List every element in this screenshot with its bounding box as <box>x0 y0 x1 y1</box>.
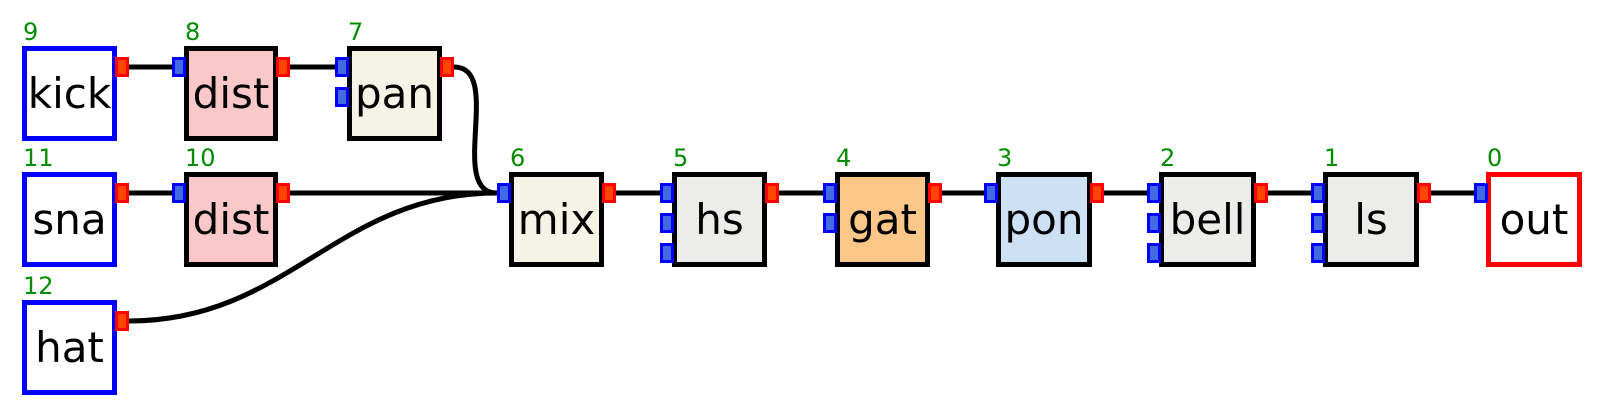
node-kick-9[interactable]: kick <box>22 46 117 141</box>
input-port[interactable] <box>660 183 674 203</box>
output-port[interactable] <box>115 183 129 203</box>
node-id-label: 1 <box>1324 144 1340 172</box>
node-label: hs <box>695 194 744 244</box>
input-port[interactable] <box>335 87 349 107</box>
node-label: sna <box>32 194 107 244</box>
node-id-label: 5 <box>673 144 689 172</box>
node-label: dist <box>192 68 270 118</box>
node-dist-8[interactable]: dist <box>184 46 278 141</box>
node-id-label: 12 <box>23 272 54 300</box>
edge-7-6 <box>453 64 498 196</box>
node-label: gat <box>848 194 917 244</box>
input-port[interactable] <box>335 57 349 77</box>
output-port[interactable] <box>1417 183 1431 203</box>
input-port[interactable] <box>660 243 674 263</box>
input-port[interactable] <box>823 183 837 203</box>
input-port[interactable] <box>1147 243 1161 263</box>
output-port[interactable] <box>928 183 942 203</box>
input-port[interactable] <box>1311 243 1325 263</box>
node-out-0[interactable]: out <box>1486 172 1582 267</box>
node-label: pon <box>1004 194 1084 244</box>
output-port[interactable] <box>276 57 290 77</box>
output-port[interactable] <box>440 57 454 77</box>
node-id-label: 11 <box>23 144 54 172</box>
input-port[interactable] <box>1474 183 1488 203</box>
node-id-label: 2 <box>1160 144 1176 172</box>
node-dist-10[interactable]: dist <box>184 172 278 267</box>
input-port[interactable] <box>1147 213 1161 233</box>
node-id-label: 4 <box>836 144 852 172</box>
node-sna-11[interactable]: sna <box>22 172 117 267</box>
node-id-label: 7 <box>348 18 364 46</box>
node-id-label: 9 <box>23 18 39 46</box>
node-id-label: 10 <box>185 144 216 172</box>
node-label: mix <box>517 194 596 244</box>
node-gat-4[interactable]: gat <box>835 172 930 267</box>
node-label: pan <box>354 68 435 118</box>
node-hat-12[interactable]: hat <box>22 300 117 395</box>
node-bell-2[interactable]: bell <box>1159 172 1256 267</box>
node-label: hat <box>35 322 104 372</box>
input-port[interactable] <box>823 213 837 233</box>
node-ls-1[interactable]: ls <box>1323 172 1419 267</box>
node-pon-3[interactable]: pon <box>996 172 1092 267</box>
node-label: dist <box>192 194 270 244</box>
node-label: out <box>1499 194 1569 244</box>
output-port[interactable] <box>276 183 290 203</box>
output-port[interactable] <box>1254 183 1268 203</box>
input-port[interactable] <box>660 213 674 233</box>
node-label: kick <box>27 68 112 118</box>
node-id-label: 0 <box>1487 144 1503 172</box>
input-port[interactable] <box>172 57 186 77</box>
node-id-label: 8 <box>185 18 201 46</box>
node-mix-6[interactable]: mix <box>509 172 604 267</box>
input-port[interactable] <box>984 183 998 203</box>
input-port[interactable] <box>172 183 186 203</box>
output-port[interactable] <box>115 311 129 331</box>
edge-12-6 <box>128 190 498 324</box>
node-pan-7[interactable]: pan <box>347 46 442 141</box>
input-port[interactable] <box>1147 183 1161 203</box>
node-id-label: 6 <box>510 144 526 172</box>
node-hs-5[interactable]: hs <box>672 172 767 267</box>
input-port[interactable] <box>497 183 511 203</box>
output-port[interactable] <box>765 183 779 203</box>
output-port[interactable] <box>115 57 129 77</box>
node-label: ls <box>1354 194 1388 244</box>
output-port[interactable] <box>602 183 616 203</box>
node-id-label: 3 <box>997 144 1013 172</box>
input-port[interactable] <box>1311 213 1325 233</box>
output-port[interactable] <box>1090 183 1104 203</box>
node-label: bell <box>1169 194 1246 244</box>
input-port[interactable] <box>1311 183 1325 203</box>
